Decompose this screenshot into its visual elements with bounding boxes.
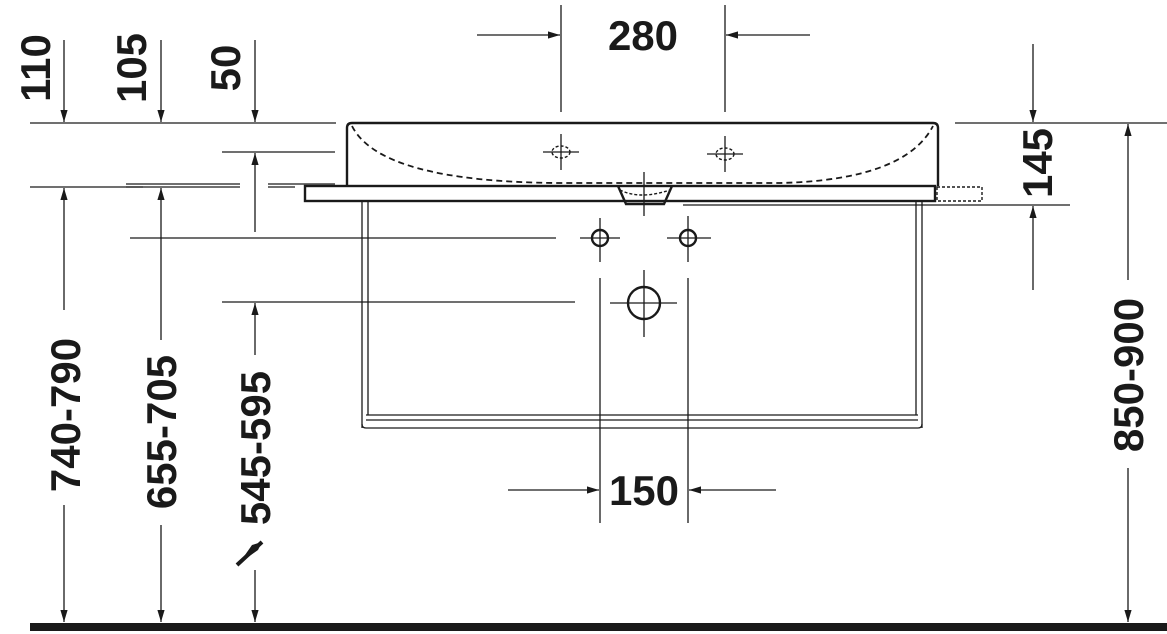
dim-110: 110 <box>12 34 59 102</box>
waste-outlet <box>610 270 677 337</box>
tap-hole-left <box>543 134 579 170</box>
dim-145: 145 <box>1014 128 1061 198</box>
dim-545-595: 545-595 <box>232 371 279 525</box>
dim-drain-spacing: 150 <box>609 467 679 514</box>
dim-850-900: 850-900 <box>1105 298 1152 452</box>
tap-hole-right <box>707 136 743 172</box>
dim-655-705: 655-705 <box>138 355 185 509</box>
floor-line <box>30 623 1167 631</box>
washbasin <box>303 121 983 216</box>
supply-hole-right <box>667 216 711 262</box>
dim-tap-spacing: 280 <box>608 12 678 59</box>
supply-hole-left <box>580 218 620 262</box>
vanity-unit <box>361 201 923 429</box>
dim-50: 50 <box>202 45 249 92</box>
dim-105: 105 <box>108 33 155 103</box>
dim-740-790: 740-790 <box>42 338 89 492</box>
